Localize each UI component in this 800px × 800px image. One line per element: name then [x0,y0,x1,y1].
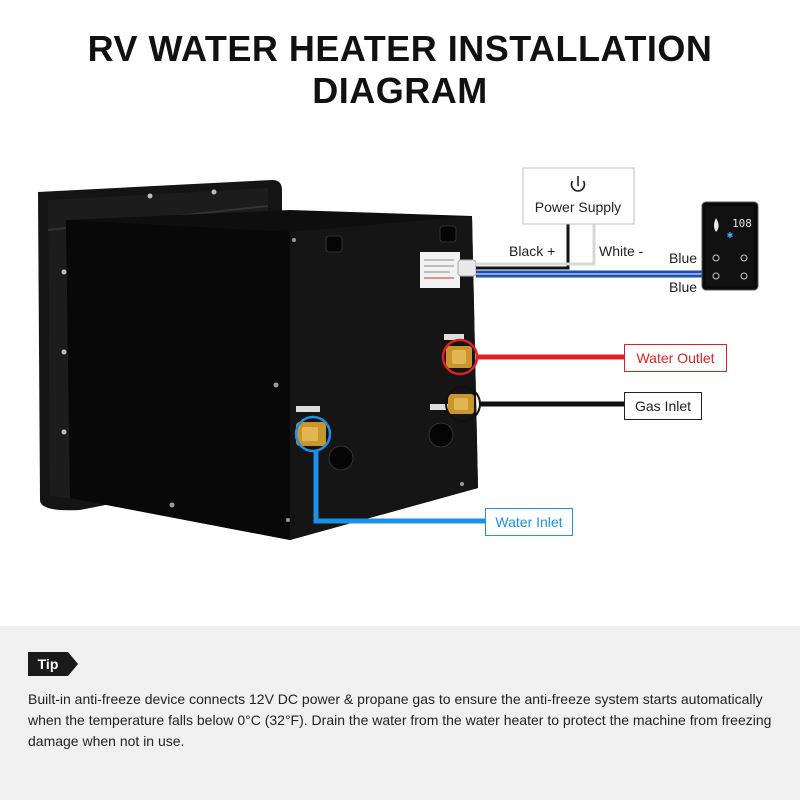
water-outlet-label: Water Outlet [636,350,715,366]
tip-panel [0,626,800,800]
flame-icon [714,218,719,232]
power-icon [570,176,586,192]
water-inlet-fitting [294,415,332,453]
snowflake-icon: ✱ [727,231,734,240]
controller-display: 108 [732,217,752,230]
tip-badge: Tip [28,652,78,676]
installation-diagram: Power Supply Black + White - Blue Blue 1… [38,167,759,540]
control-panel: 108 ✱ [701,201,759,291]
water-inlet-label: Water Inlet [495,514,563,530]
controller-button-up [740,272,748,280]
black-wire-label: Black + [509,243,555,259]
white-wire-label: White - [599,243,644,259]
power-supply-label: Power Supply [535,199,621,215]
controller-button-mode [740,254,748,262]
heater-body [66,210,478,540]
controller-button-down [712,272,720,280]
tip-badge-label: Tip [38,656,59,672]
page-title: RV WATER HEATER INSTALLATION DIAGRAM [87,28,713,111]
gas-inlet-label: Gas Inlet [634,398,692,414]
blue-wire-label-top: Blue [669,250,697,266]
black-wire [476,224,570,270]
gas-inlet-fitting [445,386,481,422]
water-outlet-label-box: Water Outlet [624,344,727,372]
white-wire [476,224,596,266]
controller-button-power [712,254,720,262]
gas-inlet-label-box: Gas Inlet [624,392,702,420]
water-inlet-pipe [313,451,485,524]
rating-label [420,252,460,288]
blue-wire-label-bottom: Blue [669,279,697,295]
power-cable-gland [457,259,477,277]
water-inlet-label-box: Water Inlet [485,508,573,536]
tip-text: Built-in anti-freeze device connects 12V… [28,691,772,749]
